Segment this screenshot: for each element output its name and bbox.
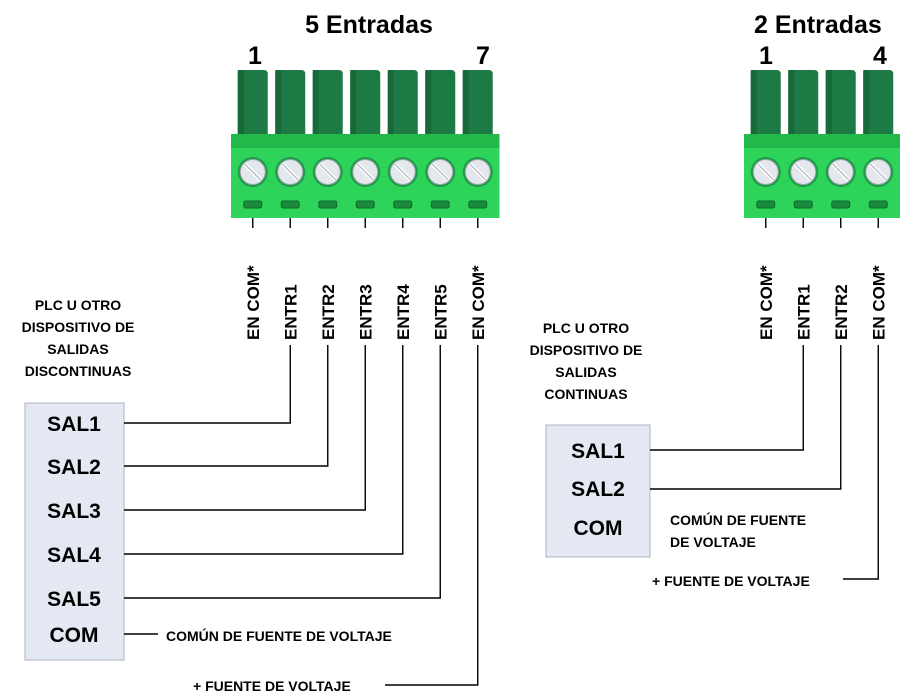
- wire-slot-icon: [318, 200, 338, 209]
- wire-slot-icon: [355, 200, 375, 209]
- wire-slot-icon: [430, 200, 450, 209]
- pin-label-left-4: ENTR4: [394, 284, 413, 340]
- left-terminal-tab: [312, 70, 343, 134]
- wire-slot-icon: [756, 200, 776, 209]
- wire-entr1-right: [650, 345, 804, 451]
- connector-2-inputs: 2 Entradas 1 4 EN COM* ENTR1 ENTR2 EN COM*: [744, 11, 900, 340]
- wire-supply-right: [843, 345, 879, 580]
- plc-label-left-1: SAL2: [47, 456, 101, 479]
- plc-box-continuous: [545, 424, 651, 558]
- plc-desc-right-line-3: SALIDAS: [555, 364, 616, 380]
- right-terminal-body-top: [744, 134, 900, 148]
- plc-desc-line-3: SALIDAS: [47, 341, 108, 357]
- pin-label-right-1: ENTR1: [794, 284, 813, 340]
- plc-desc-line-4: DISCONTINUAS: [25, 363, 132, 379]
- screw-icon: [350, 157, 381, 187]
- left-terminal-tab: [462, 70, 493, 134]
- screw-icon: [750, 157, 781, 187]
- wire-entr3-left: [124, 345, 366, 511]
- plc-label-right-0: SAL1: [571, 440, 625, 463]
- plc-label-left-3: SAL4: [47, 544, 101, 567]
- pin-labels-5: EN COM* ENTR1 ENTR2 ENTR3 ENTR4 ENTR5 EN COM*: [244, 265, 488, 340]
- right-terminal-tab: [825, 70, 856, 134]
- pin-label-right-2: ENTR2: [832, 284, 851, 340]
- left-terminal-tab: [387, 70, 418, 134]
- left-terminal-tab: [237, 70, 268, 134]
- screw-icon: [788, 157, 819, 187]
- terminal-block-2: [744, 70, 900, 218]
- wire-slot-icon: [243, 200, 263, 209]
- supply-note-left: + FUENTE DE VOLTAJE: [193, 678, 351, 694]
- plc-label-left-4: SAL5: [47, 588, 101, 611]
- pin-label-left-5: ENTR5: [431, 284, 450, 340]
- screw-icon: [275, 157, 306, 187]
- wire-entr4-left: [124, 345, 404, 555]
- screw-icon: [237, 157, 268, 187]
- plc-label-right-1: SAL2: [571, 478, 625, 501]
- wire-entr5-left: [124, 345, 441, 599]
- pin-label-left-0: EN COM*: [244, 265, 263, 340]
- plc-desc-line-1: PLC U OTRO: [35, 297, 121, 313]
- pin-label-left-2: ENTR2: [319, 284, 338, 340]
- plc-desc-right-line-2: DISPOSITIVO DE: [530, 342, 643, 358]
- left-terminal-tab: [350, 70, 381, 134]
- terminal-block-5: [231, 70, 500, 218]
- title-2-entradas: 2 Entradas: [754, 11, 882, 39]
- wire-slot-icon: [793, 200, 813, 209]
- left-terminal-body-top: [231, 134, 500, 148]
- pin-number-last-right: 4: [873, 42, 887, 70]
- screw-icon: [462, 157, 493, 187]
- pin-number-first: 1: [248, 42, 262, 70]
- screw-icon: [425, 157, 456, 187]
- plc-label-right-2: COM: [574, 517, 623, 540]
- pin-label-left-1: ENTR1: [281, 284, 300, 340]
- right-terminal-tab: [863, 70, 894, 134]
- wire-slot-icon: [831, 200, 851, 209]
- pin-label-left-6: EN COM*: [469, 265, 488, 340]
- wire-supply-left: [385, 345, 479, 686]
- com-note-left: COMÚN DE FUENTE DE VOLTAJE: [166, 627, 392, 644]
- screw-icon: [312, 157, 343, 187]
- wires-5: [124, 218, 479, 686]
- right-terminal-tab: [750, 70, 781, 134]
- supply-note-right: + FUENTE DE VOLTAJE: [652, 573, 810, 589]
- wire-entr1-left: [124, 345, 291, 424]
- right-terminal-tab: [788, 70, 819, 134]
- wires-2: [650, 218, 879, 580]
- pin-number-first-right: 1: [759, 42, 773, 70]
- com-note-right-line-1: COMÚN DE FUENTE: [670, 511, 806, 528]
- wire-slot-icon: [868, 200, 888, 209]
- plc-desc-line-2: DISPOSITIVO DE: [22, 319, 135, 335]
- wire-slot-icon: [393, 200, 413, 209]
- plc-desc-right-line-1: PLC U OTRO: [543, 320, 629, 336]
- wire-entr2-right: [650, 345, 842, 490]
- wire-entr2-left: [124, 345, 329, 467]
- wire-slot-icon: [468, 200, 488, 209]
- pin-label-left-3: ENTR3: [356, 284, 375, 340]
- pin-label-right-0: EN COM*: [757, 265, 776, 340]
- title-5-entradas: 5 Entradas: [305, 11, 433, 39]
- com-note-right-line-2: DE VOLTAJE: [670, 534, 756, 550]
- plc-label-left-0: SAL1: [47, 413, 101, 436]
- plc-box-discontinuous: [24, 402, 125, 661]
- left-terminal-tab: [275, 70, 306, 134]
- wire-slot-icon: [280, 200, 300, 209]
- pin-labels-2: EN COM* ENTR1 ENTR2 EN COM*: [757, 265, 889, 340]
- screw-icon: [863, 157, 894, 187]
- connector-5-inputs: 5 Entradas 1 7 EN COM* ENTR1 ENTR2 ENTR3 ENT…: [231, 11, 500, 340]
- left-terminal-tab: [425, 70, 456, 134]
- screw-icon: [387, 157, 418, 187]
- plc-label-left-2: SAL3: [47, 500, 101, 523]
- pin-label-right-3: EN COM*: [869, 265, 888, 340]
- screw-icon: [825, 157, 856, 187]
- pin-number-last: 7: [476, 42, 490, 70]
- plc-label-left-5: COM: [50, 624, 99, 647]
- plc-desc-right-line-4: CONTINUAS: [544, 386, 627, 402]
